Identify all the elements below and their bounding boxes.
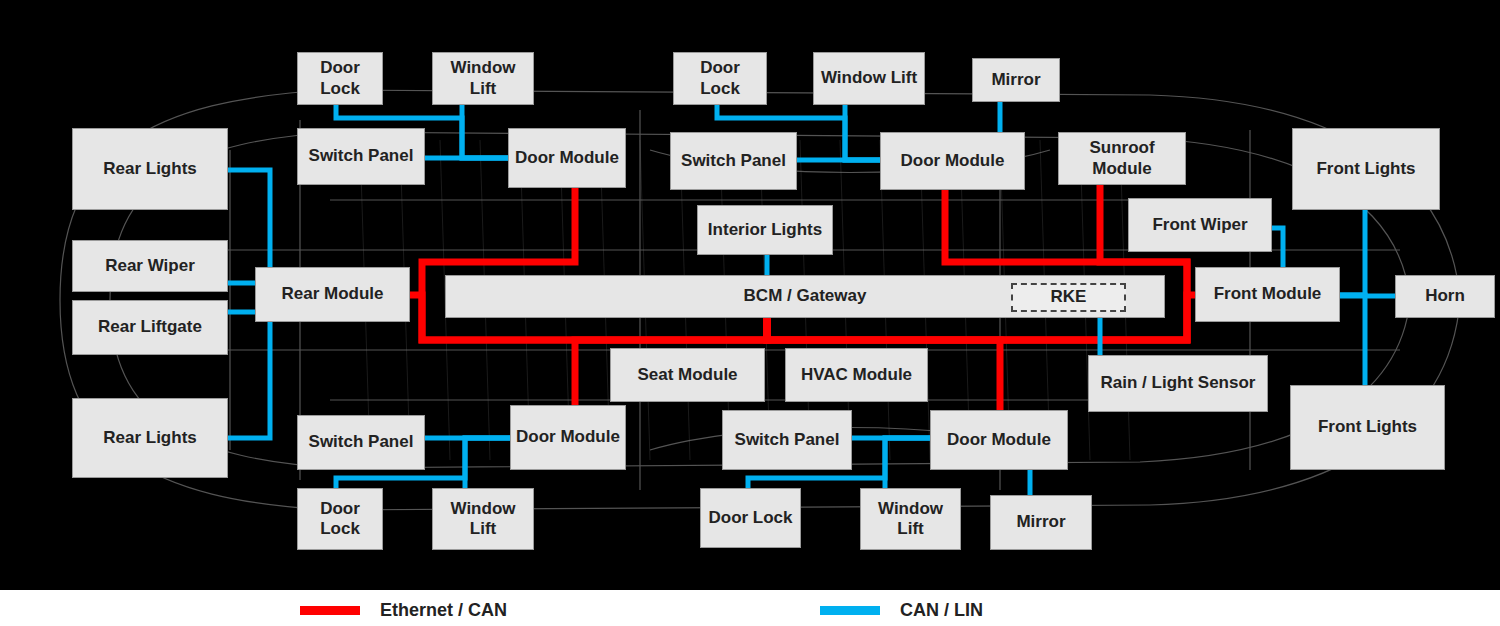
box-label: Window Lift [433, 58, 533, 99]
box-label: Front Lights [1314, 417, 1421, 437]
box-label: Interior Lights [704, 220, 826, 240]
box-label: Door Lock [298, 58, 382, 99]
module-box: Front Lights [1292, 128, 1440, 210]
box-label: Sunroof Module [1059, 138, 1185, 179]
module-box: Door Module [880, 132, 1025, 190]
module-box: Front Wiper [1128, 198, 1272, 252]
box-label: Window Lift [817, 68, 921, 88]
box-label: Rear Lights [99, 428, 201, 448]
box-label: Door Module [511, 148, 623, 168]
can-lin-line [228, 170, 270, 267]
can-lin-line [1340, 210, 1365, 295]
box-label: Horn [1421, 286, 1469, 306]
can-lin-line [1028, 470, 1033, 495]
module-box: Door Lock [297, 52, 383, 105]
can-lin-line [845, 105, 880, 160]
module-box: Door Lock [700, 488, 801, 548]
box-label: Mirror [1012, 512, 1069, 532]
box-label: Door Module [943, 430, 1055, 450]
module-box: Switch Panel [297, 128, 425, 185]
gateway-bar: BCM / Gateway RKE [445, 275, 1165, 318]
can-lin-line [797, 158, 880, 163]
box-label: Door Module [512, 427, 624, 447]
module-box: Switch Panel [297, 415, 425, 470]
module-box: Sunroof Module [1058, 132, 1186, 185]
box-label: RKE [1047, 287, 1091, 307]
can-lin-line [1340, 295, 1365, 385]
box-label: Rear Wiper [101, 256, 199, 276]
box-label: Front Module [1210, 284, 1326, 304]
module-box: Rear Lights [72, 398, 228, 478]
can-lin-line [998, 102, 1003, 132]
box-label: Seat Module [633, 365, 741, 385]
module-box: Front Lights [1290, 385, 1445, 470]
can-lin-line [1340, 294, 1395, 299]
can-lin-line [765, 255, 770, 275]
box-label: Mirror [987, 70, 1044, 90]
box-label: HVAC Module [797, 365, 916, 385]
module-box: Window Lift [432, 52, 534, 105]
module-box: Front Module [1195, 267, 1340, 322]
can-lin-line [425, 156, 508, 161]
module-box: Switch Panel [670, 132, 797, 190]
module-box: Door Module [510, 405, 626, 470]
box-label: Rear Module [277, 284, 387, 304]
legend-text: Ethernet / CAN [380, 600, 507, 621]
legend-text: CAN / LIN [900, 600, 983, 621]
can-lin-line [228, 310, 255, 315]
box-label: Door Lock [674, 58, 766, 99]
module-box: Interior Lights [697, 205, 833, 255]
module-box: HVAC Module [785, 348, 928, 402]
module-box: Mirror [990, 495, 1092, 550]
module-box: Window Lift [860, 488, 961, 550]
can-lin-line [228, 281, 255, 286]
can-lin-line [1098, 318, 1103, 355]
module-box: Rear Module [255, 267, 410, 322]
box-label: Switch Panel [305, 432, 418, 452]
module-box: Seat Module [610, 348, 765, 402]
box-label: Switch Panel [677, 151, 790, 171]
module-box: Horn [1395, 275, 1495, 318]
module-box: Door Lock [673, 52, 767, 105]
module-box: Door Module [930, 410, 1068, 470]
ethernet-can-line [575, 318, 767, 405]
box-label: Rain / Light Sensor [1097, 373, 1260, 393]
legend-swatch [300, 606, 360, 615]
module-box: Window Lift [813, 52, 925, 105]
can-lin-line [228, 322, 270, 438]
box-label: Window Lift [861, 499, 960, 540]
module-box: Door Lock [297, 488, 383, 550]
can-lin-line [462, 105, 508, 158]
box-label: Switch Panel [305, 146, 418, 166]
legend-item: Ethernet / CAN [300, 600, 507, 621]
box-label: Window Lift [433, 499, 533, 540]
box-label: BCM / Gateway [740, 286, 871, 306]
legend-item: CAN / LIN [820, 600, 983, 621]
can-lin-line [465, 438, 510, 488]
box-label: Door Lock [704, 508, 796, 528]
box-label: Door Module [897, 151, 1009, 171]
box-label: Rear Liftgate [94, 317, 206, 337]
can-lin-line [885, 438, 930, 488]
rke-box: RKE [1011, 283, 1126, 312]
module-box: Rear Liftgate [72, 300, 228, 355]
module-box: Window Lift [432, 488, 534, 550]
module-box: Rear Wiper [72, 240, 228, 292]
box-label: Rear Lights [99, 159, 201, 179]
ethernet-can-line [767, 318, 1000, 410]
box-label: Front Wiper [1148, 215, 1251, 235]
module-box: Rear Lights [72, 128, 228, 210]
module-box: Switch Panel [722, 410, 852, 470]
module-box: Mirror [972, 58, 1060, 102]
box-label: Switch Panel [731, 430, 844, 450]
module-box: Rain / Light Sensor [1088, 355, 1268, 412]
box-label: Front Lights [1312, 159, 1419, 179]
box-label: Door Lock [298, 499, 382, 540]
can-lin-line [1272, 228, 1283, 267]
legend-swatch [820, 606, 880, 615]
module-box: Door Module [508, 128, 626, 188]
